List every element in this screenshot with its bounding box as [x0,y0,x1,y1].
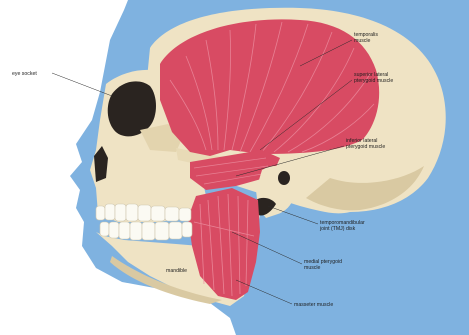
label-masseter: masseter muscle [294,302,333,308]
label-superior-lateral-pterygoid: superior lateral pterygoid muscle [354,72,393,84]
ear-canal [278,171,290,185]
label-mandible: mandible [166,268,187,274]
lower-teeth [100,222,192,240]
temporalis-muscle [160,19,379,156]
label-eye-socket: eye socket [12,71,37,77]
